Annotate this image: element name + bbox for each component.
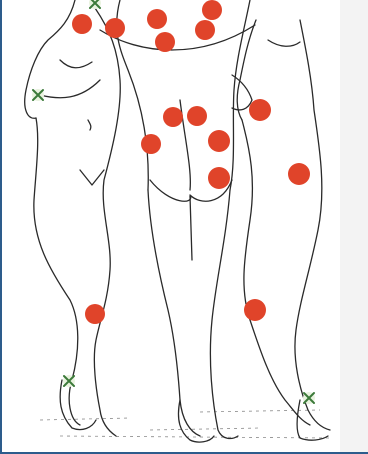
red-dot <box>141 134 161 154</box>
red-dot <box>72 14 92 34</box>
red-dot <box>208 130 230 152</box>
ground-lines <box>40 410 330 438</box>
red-dot <box>288 163 310 185</box>
red-dot <box>163 107 183 127</box>
three-figures-drawing <box>0 0 340 454</box>
center-figure <box>100 0 255 442</box>
frame-left-border <box>0 0 2 454</box>
red-dot <box>195 20 215 40</box>
left-figure <box>25 0 121 436</box>
green-cross <box>89 0 101 9</box>
green-crosses <box>32 0 315 404</box>
red-dot <box>249 99 271 121</box>
red-dot <box>187 106 207 126</box>
red-dot <box>155 32 175 52</box>
red-dot <box>208 167 230 189</box>
right-margin <box>340 0 368 454</box>
red-dot <box>85 304 105 324</box>
red-dot <box>105 18 125 38</box>
green-cross <box>63 375 75 387</box>
red-dot <box>147 9 167 29</box>
green-cross <box>32 89 44 101</box>
right-figure <box>232 20 330 440</box>
red-dot <box>244 299 266 321</box>
green-cross <box>303 392 315 404</box>
red-dot <box>202 0 222 20</box>
